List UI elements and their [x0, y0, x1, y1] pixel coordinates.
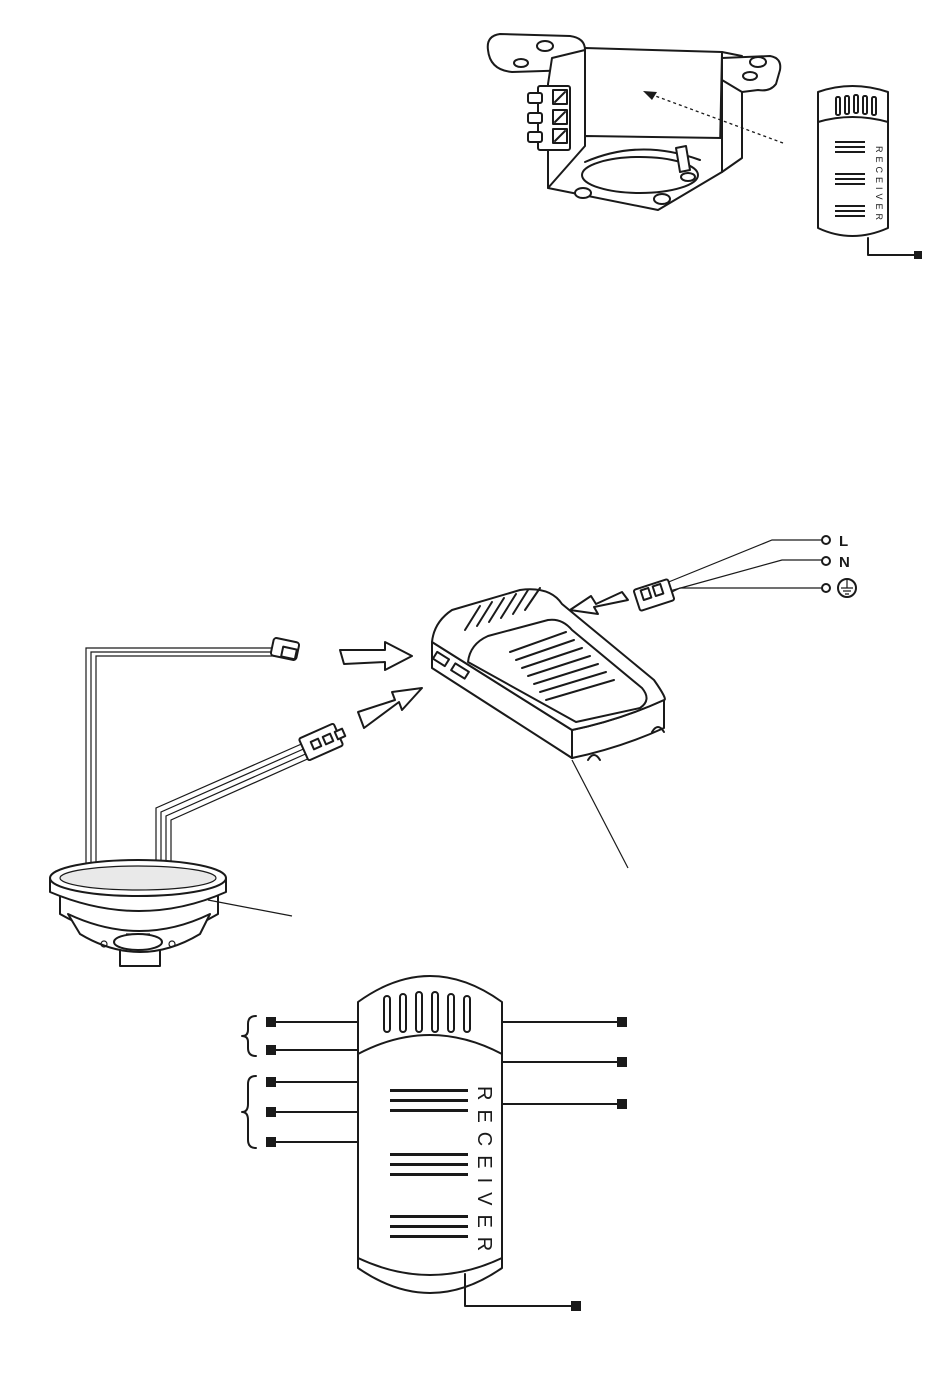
receiver-label-large: RECEIVER: [473, 1086, 495, 1260]
receiver-label-small: RECEIVER: [874, 146, 884, 224]
wire-terminal-icon: [266, 1017, 276, 1027]
supply-connector: L N: [633, 533, 856, 611]
wire-terminal-icon: [266, 1137, 276, 1147]
brace-group-1: [242, 1016, 256, 1056]
wire-terminal-icon: [617, 1017, 627, 1027]
supply-label-live: L: [839, 533, 848, 550]
wire-terminal-icon: [266, 1107, 276, 1117]
motor-plug-large: [299, 723, 346, 760]
receiver-module-3d: [432, 588, 665, 868]
receiver-wiring-diagram: RECEIVER: [242, 976, 627, 1311]
terminal-neutral: [822, 557, 830, 565]
receiver-slots-large: [390, 1089, 468, 1238]
fan-wiring: [86, 637, 345, 872]
supply-label-neutral: N: [839, 554, 850, 571]
receiver-slots: [835, 141, 865, 217]
antenna-terminal-icon: [571, 1301, 581, 1311]
wire-terminal-icon: [914, 251, 922, 259]
earth-ground-icon: [838, 579, 856, 597]
ceiling-canopy: [50, 860, 292, 966]
wire-terminal-icon: [617, 1099, 627, 1109]
wire-terminal-icon: [266, 1045, 276, 1055]
wire-terminal-icon: [617, 1057, 627, 1067]
wire-terminal-icon: [266, 1077, 276, 1087]
receiver-unit-small: RECEIVER: [818, 86, 922, 259]
motor-plug-small: [270, 637, 299, 660]
terminal-live: [822, 536, 830, 544]
terminal-earth: [822, 584, 830, 592]
mounting-bracket: [488, 34, 783, 210]
terminal-block: [528, 86, 570, 150]
brace-group-2: [242, 1076, 256, 1148]
